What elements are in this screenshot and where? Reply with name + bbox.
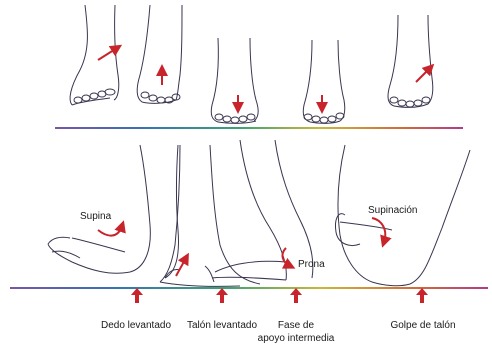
annotation-prona: Prona <box>298 259 325 271</box>
supinacion-arrow <box>372 218 385 242</box>
talon-arrow <box>176 258 186 276</box>
front-foot-4 <box>303 40 345 123</box>
phase-label-talon-levantado: Talón levantado <box>180 320 264 332</box>
front-foot-3 <box>211 38 258 123</box>
phase-arrow-talon <box>216 288 228 303</box>
phase-arrow-golpe <box>416 288 428 303</box>
phase-arrow-fase <box>290 288 302 303</box>
front-foot-1 <box>70 5 119 105</box>
lower-ground-line <box>10 287 488 289</box>
side-foot-toe-off <box>48 145 178 278</box>
annotation-supina: Supina <box>80 211 111 223</box>
front-foot-5-arrow <box>416 68 430 82</box>
side-foot-midstance <box>205 140 313 282</box>
phase-label-dedo-levantado: Dedo levantado <box>96 320 176 332</box>
front-foot-5 <box>388 15 433 107</box>
supina-arrow <box>98 226 122 236</box>
phase-label-fase-line2: apoyo intermedia <box>250 333 342 345</box>
annotation-supinacion: Supinación <box>368 205 417 217</box>
phase-label-golpe-de-talon: Golpe de talón <box>378 320 468 332</box>
front-foot-1-arrow <box>98 48 117 60</box>
phase-arrow-dedo <box>131 288 143 303</box>
upper-ground-line <box>55 127 463 129</box>
phase-label-fase-line1: Fase de <box>256 320 336 332</box>
front-foot-2 <box>137 5 182 103</box>
